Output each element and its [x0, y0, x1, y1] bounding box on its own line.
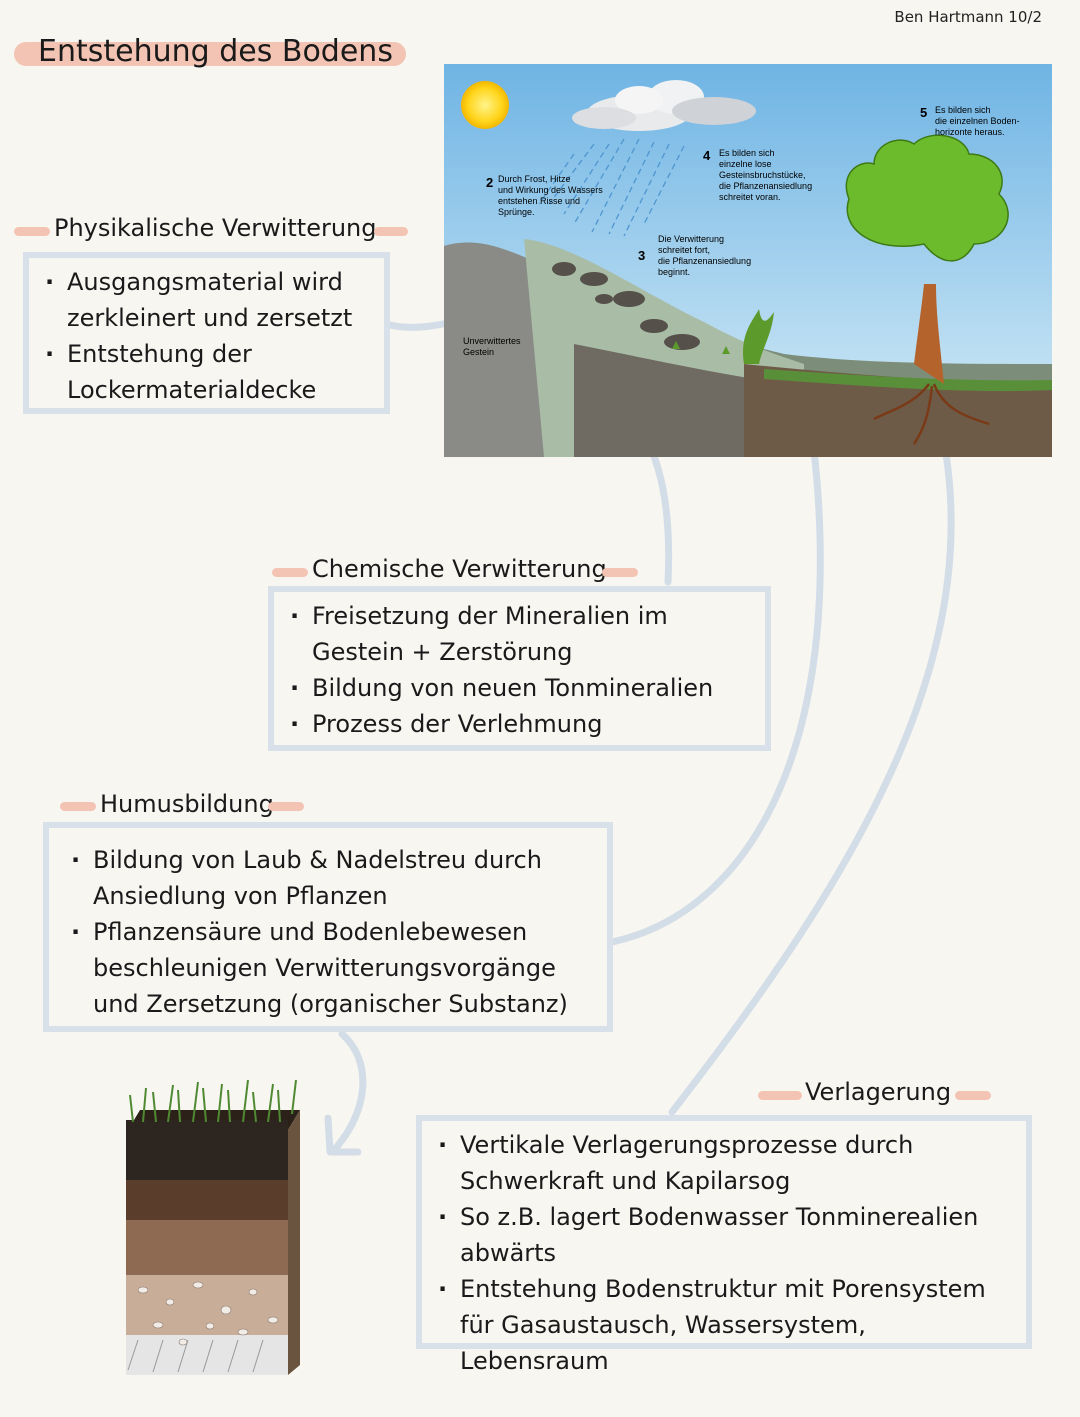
- grass-layer: [764, 369, 1052, 392]
- heading-dash: [758, 1091, 802, 1100]
- topsoil: [126, 1120, 288, 1180]
- arrow-soil: [330, 1030, 367, 1154]
- arrow-relocation: [668, 398, 955, 1116]
- heading-chemical: Chemische Verwitterung: [312, 555, 607, 583]
- small-plant-icon: [672, 309, 774, 364]
- heading-dash: [955, 1091, 991, 1100]
- heading-dash: [602, 568, 638, 577]
- cloud-icon: [572, 80, 756, 131]
- heading-dash: [14, 227, 50, 236]
- step-2-number: 2: [486, 175, 493, 190]
- sun-icon: [461, 81, 509, 129]
- heading-relocation: Verlagerung: [805, 1078, 952, 1106]
- heading-dash: [60, 802, 96, 811]
- list-item: Entstehung der Lockermaterialdecke: [37, 336, 376, 408]
- soil-profile-illustration: [126, 1079, 300, 1375]
- heading-dash: [374, 227, 408, 236]
- heading-physical: Physikalische Verwitterung: [54, 214, 377, 242]
- list-item: Bildung von neuen Tonmineralien: [282, 670, 757, 706]
- subsoil: [126, 1220, 288, 1275]
- list-item: Prozess der Verlehmung: [282, 706, 757, 742]
- list-item: So z.B. lagert Bodenwasser Tonminerealie…: [430, 1199, 1018, 1271]
- rock-label: Unverwittertes Gestein: [463, 336, 523, 357]
- grass-icon: [129, 1079, 297, 1123]
- heading-dash: [272, 568, 308, 577]
- step-3-number: 3: [638, 248, 645, 263]
- step-5-number: 5: [920, 105, 927, 120]
- list-item: Pflanzensäure und Bodenlebewesen beschle…: [63, 914, 593, 1022]
- humus-horizon: [126, 1180, 288, 1220]
- list-item: Entstehung Bodenstruktur mit Porensystem…: [430, 1271, 1018, 1379]
- list-item: Freisetzung der Mineralien im Gestein + …: [282, 598, 757, 670]
- author-label: Ben Hartmann 10/2: [894, 8, 1042, 26]
- list-item: Bildung von Laub & Nadelstreu durch Ansi…: [63, 842, 593, 914]
- list-item: Ausgangsmaterial wird zerkleinert und ze…: [37, 264, 376, 336]
- rain-lines: [538, 138, 685, 237]
- soil-formation-diagram: 2 Durch Frost, Hitze und Wirkung des Was…: [444, 64, 1052, 457]
- humus-box: Bildung von Laub & Nadelstreu durch Ansi…: [43, 822, 613, 1032]
- arrow-soil-head: [324, 1114, 362, 1156]
- heading-dash: [268, 802, 304, 811]
- relocation-box: Vertikale Verlagerungsprozesse durch Sch…: [416, 1115, 1032, 1375]
- title-highlight: [14, 42, 406, 66]
- step-2-text: Durch Frost, Hitze und Wirkung des Wasse…: [498, 174, 605, 217]
- step-5-text: Es bilden sich die einzelnen Boden- hori…: [935, 105, 1022, 137]
- rock-chunks: [552, 262, 700, 350]
- chemical-box: Freisetzung der Mineralien im Gestein + …: [268, 586, 771, 751]
- bedrock: [126, 1335, 288, 1375]
- heading-humus: Humusbildung: [100, 790, 274, 818]
- step-3-text: Die Verwitterung schreitet fort, die Pfl…: [658, 234, 754, 277]
- physical-box: Ausgangsmaterial wird zerkleinert und ze…: [23, 252, 390, 414]
- step-4-number: 4: [703, 148, 711, 163]
- arrow-humus: [608, 381, 824, 946]
- step-4-text: Es bilden sich einzelne lose Gesteinsbru…: [719, 148, 815, 202]
- list-item: Vertikale Verlagerungsprozesse durch Sch…: [430, 1127, 1018, 1199]
- tree-icon: [845, 134, 1009, 445]
- page-title: Entstehung des Bodens: [38, 34, 393, 69]
